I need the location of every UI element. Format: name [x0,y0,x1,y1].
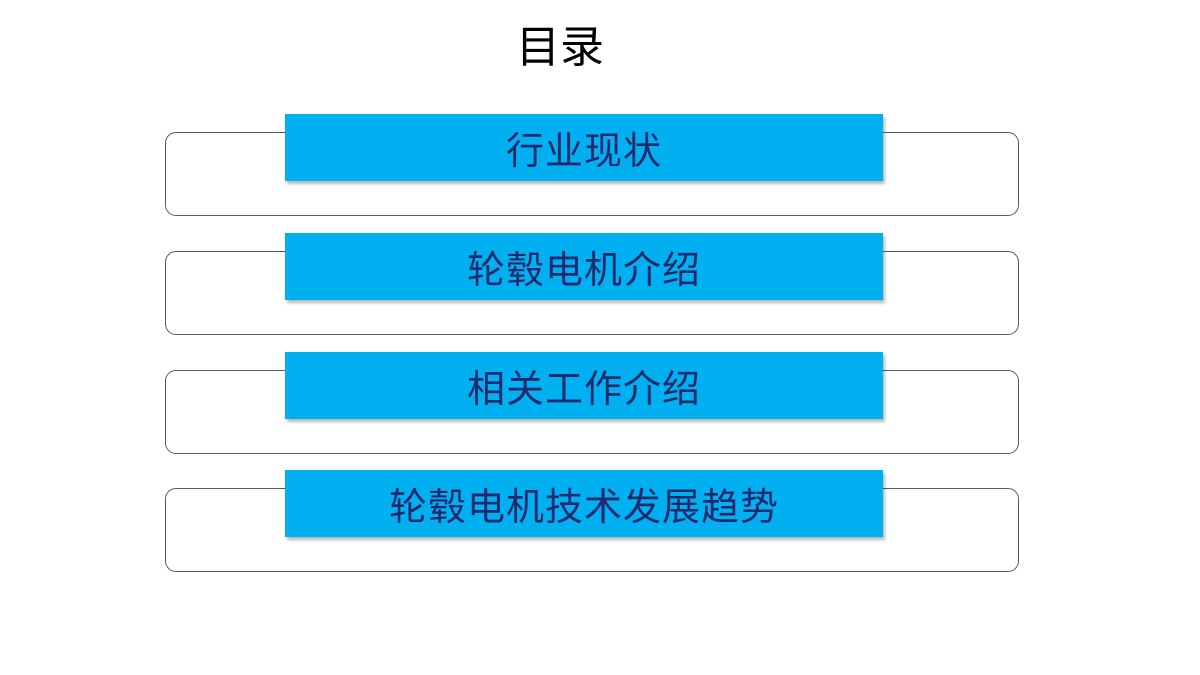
toc-item-label[interactable]: 行业现状 [285,114,883,181]
toc-item-label[interactable]: 轮毂电机技术发展趋势 [285,470,883,537]
toc-item-4[interactable]: 轮毂电机技术发展趋势 [165,470,1019,590]
toc-item-label[interactable]: 轮毂电机介绍 [285,233,883,300]
toc-item-1[interactable]: 行业现状 [165,114,1019,234]
toc-item-2[interactable]: 轮毂电机介绍 [165,233,1019,353]
page-title: 目录 [516,22,604,73]
toc-item-label[interactable]: 相关工作介绍 [285,352,883,419]
toc-item-3[interactable]: 相关工作介绍 [165,352,1019,472]
